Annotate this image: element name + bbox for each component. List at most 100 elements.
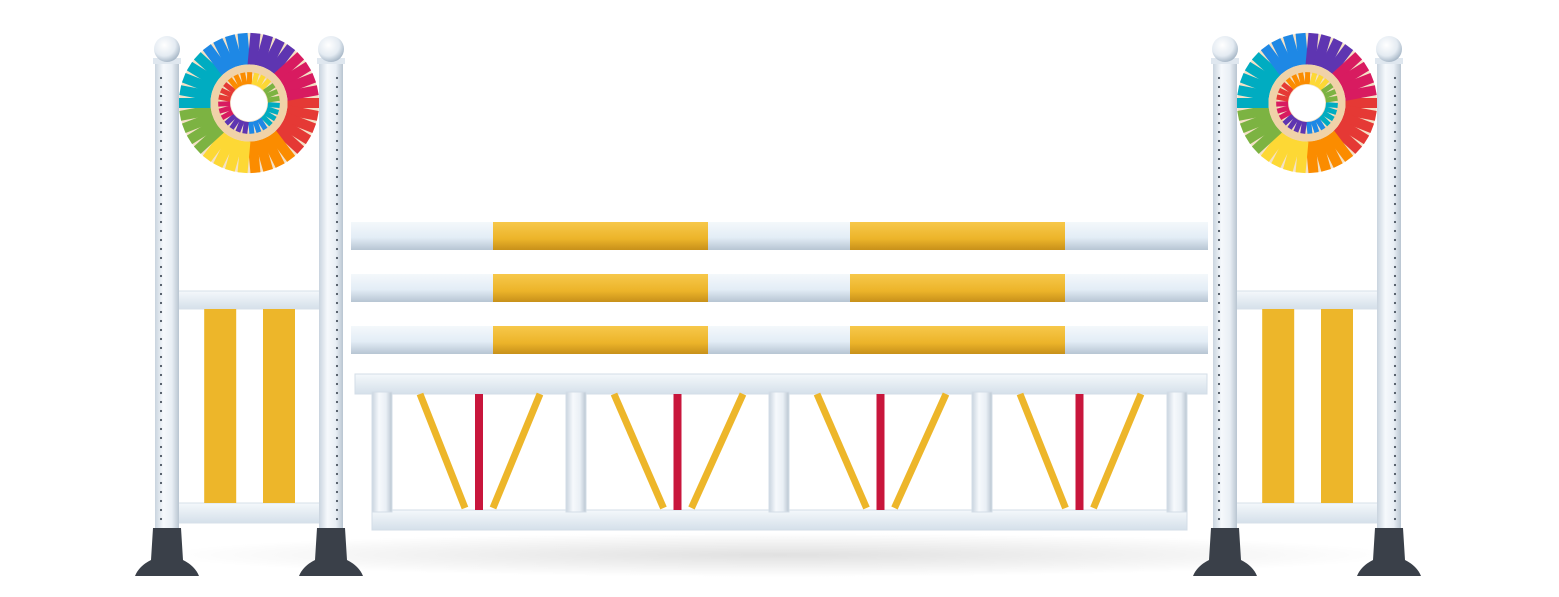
pencil-wood — [1276, 120, 1288, 132]
post-hole — [159, 391, 163, 395]
pencil-wood — [1293, 65, 1303, 76]
pencil-outer — [261, 38, 285, 71]
post-hole — [159, 193, 163, 197]
left-post-ball — [154, 36, 180, 62]
post-hole — [159, 508, 163, 512]
post-hole — [1217, 418, 1221, 422]
pencil-wood — [253, 130, 263, 141]
post-hole — [1217, 265, 1221, 269]
left-standard — [135, 32, 363, 576]
post-hole — [1217, 436, 1221, 440]
pencil-outer — [1283, 34, 1302, 68]
post-hole — [335, 139, 339, 143]
post-hole — [159, 337, 163, 341]
pencil-inner — [229, 117, 241, 130]
post-hole — [1393, 328, 1397, 332]
pencil-outer — [1295, 32, 1309, 66]
pencil-outer — [268, 44, 296, 76]
pencil-wood — [1326, 74, 1338, 86]
post-hole — [1393, 121, 1397, 125]
pencil-outer — [1332, 125, 1363, 154]
gate-post-1 — [371, 391, 393, 513]
post-hole — [1217, 490, 1221, 494]
pencil-outer — [1260, 44, 1288, 76]
post-hole — [335, 202, 339, 206]
pencil-inner — [235, 119, 245, 133]
post-hole — [1393, 472, 1397, 476]
post-hole — [1393, 211, 1397, 215]
pencil-outer — [1305, 140, 1319, 174]
post-hole — [159, 490, 163, 494]
post-hole — [335, 265, 339, 269]
post-hole — [1217, 211, 1221, 215]
gate-post-3 — [768, 391, 790, 513]
wing-bottom-board — [1232, 502, 1382, 524]
rail-body — [351, 222, 1208, 250]
pencil-inner — [251, 72, 260, 86]
post-hole — [335, 508, 339, 512]
pencil-outer — [1305, 32, 1319, 66]
rail-stripe-1 — [493, 222, 708, 250]
post-hole — [159, 364, 163, 368]
pencil-outer — [1239, 73, 1273, 94]
post-hole — [1393, 193, 1397, 197]
post-hole — [159, 382, 163, 386]
pencil-wood — [1268, 104, 1279, 114]
rail-1 — [351, 222, 1208, 250]
right-standard — [1193, 32, 1421, 576]
pencil-outer — [202, 44, 230, 76]
post-hole — [335, 175, 339, 179]
rail-stripe-1 — [493, 326, 708, 354]
post-hole — [1217, 139, 1221, 143]
pencil-wood — [277, 92, 288, 102]
pencil-outer — [1251, 52, 1282, 81]
post-hole — [335, 346, 339, 350]
post-hole — [1217, 301, 1221, 305]
post-hole — [159, 454, 163, 458]
post-hole — [1217, 202, 1221, 206]
post-hole — [1217, 175, 1221, 179]
pencil-wood — [1330, 79, 1342, 91]
pencil-outer — [285, 105, 319, 121]
pencil-inner — [1278, 109, 1292, 121]
post-hole — [159, 400, 163, 404]
post-hole — [335, 400, 339, 404]
post-hole — [335, 238, 339, 242]
wing-stripe-2 — [1321, 309, 1353, 503]
post-hole — [159, 139, 163, 143]
gate-red-bar — [1075, 394, 1084, 510]
post-hole — [1393, 238, 1397, 242]
pencil-wood — [1321, 124, 1333, 136]
post-hole — [1393, 184, 1397, 188]
post-hole — [159, 445, 163, 449]
pencil-inner — [263, 110, 277, 122]
post-hole — [159, 157, 163, 161]
pencil-inner — [1277, 87, 1291, 98]
post-hole — [1217, 328, 1221, 332]
post-hole — [159, 355, 163, 359]
post-hole — [1217, 319, 1221, 323]
pencil-outer — [225, 138, 244, 172]
pencil-inner — [220, 109, 234, 121]
pencil-outer — [193, 125, 224, 154]
pencil-outer — [254, 138, 273, 172]
post-hole — [1393, 274, 1397, 278]
left-post — [155, 62, 179, 532]
pencil-inner — [1281, 82, 1294, 94]
post-hole — [1393, 499, 1397, 503]
gate-panel-4 — [1016, 392, 1145, 510]
post-hole — [159, 427, 163, 431]
post-hole — [1393, 490, 1397, 494]
pencil-wood — [272, 79, 284, 91]
pencil-outer — [186, 119, 219, 145]
pencil-inner — [1317, 78, 1330, 91]
post-hole — [1217, 337, 1221, 341]
post-hole — [335, 373, 339, 377]
pencil-wood — [1268, 92, 1279, 102]
pencil-outer — [283, 73, 317, 94]
post-hole — [159, 409, 163, 413]
pencil-wheel-emblem — [1237, 32, 1377, 174]
rail-stripe-1 — [493, 274, 708, 302]
pencil-inner — [1306, 121, 1313, 134]
